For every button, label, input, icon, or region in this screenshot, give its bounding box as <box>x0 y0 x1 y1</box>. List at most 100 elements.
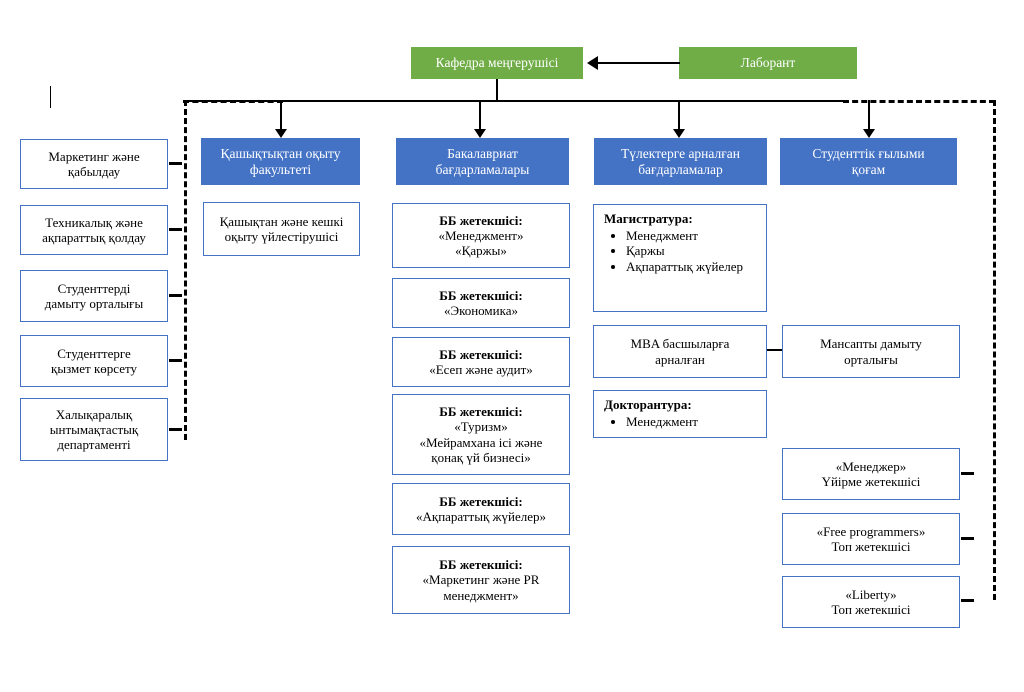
club-manager-line1: «Менеджер» <box>835 458 907 474</box>
connector-unit-technical-support <box>169 228 182 231</box>
program-information-systems-head: ББ жетекшісі: <box>439 493 523 509</box>
program-economics[interactable]: ББ жетекшісі: «Экономика» <box>392 278 570 328</box>
node-distance-evening-coordinator[interactable]: Қашықтан және кешкі оқыту үйлестірушісі <box>203 202 360 256</box>
connector-bus-to-col4 <box>868 100 871 132</box>
club-manager[interactable]: «Менеджер» Үйірме жетекшісі <box>782 448 960 500</box>
column-header-bachelor-line2: бағдарламалары <box>435 161 530 177</box>
club-free-programmers[interactable]: «Free programmers» Топ жетекшісі <box>782 513 960 565</box>
node-distance-evening-coordinator-line1: Қашықтан және кешкі <box>219 213 344 229</box>
arrowhead-col1 <box>275 129 287 138</box>
connector-mba-to-career-center <box>767 349 782 352</box>
column-header-graduate[interactable]: Түлектерге арналған бағдарламалар <box>594 138 767 185</box>
connector-bus-to-col3 <box>678 100 681 132</box>
program-accounting-audit-head: ББ жетекшісі: <box>439 346 523 362</box>
dashed-border-right <box>993 100 996 600</box>
program-economics-head: ББ жетекшісі: <box>439 287 523 303</box>
connector-unit-international-cooperation <box>169 428 182 431</box>
node-doctorate-programs-head: Докторантура: <box>604 397 692 412</box>
program-tourism-hospitality-line2: «Мейрамхана ісі және <box>419 434 543 450</box>
program-management-finance[interactable]: ББ жетекшісі: «Менеджмент» «Қаржы» <box>392 203 570 268</box>
node-masters-programs[interactable]: Магистратура: Менеджмент Қаржы Ақпаратты… <box>593 204 767 312</box>
node-career-development-center-line1: Мансапты дамыту <box>820 336 922 352</box>
column-header-distance-learning[interactable]: Қашықтықтан оқыту факультеті <box>201 138 360 185</box>
program-marketing-pr[interactable]: ББ жетекшісі: «Маркетинг және PR менеджм… <box>392 546 570 614</box>
arrowhead-col4 <box>863 129 875 138</box>
unit-marketing-admissions[interactable]: Маркетинг және қабылдау <box>20 139 168 189</box>
unit-student-development-line2: дамыту орталығы <box>44 296 144 311</box>
unit-technical-support[interactable]: Техникалық және ақпараттық қолдау <box>20 205 168 255</box>
node-laboratory-assistant[interactable]: Лаборант <box>679 47 857 79</box>
connector-club-manager <box>961 472 974 475</box>
column-header-distance-learning-line2: факультеті <box>249 161 312 177</box>
text-caret <box>50 86 52 108</box>
list-item: Ақпараттық жүйелер <box>626 259 758 275</box>
node-career-development-center[interactable]: Мансапты дамыту орталығы <box>782 325 960 378</box>
connector-head-to-bus <box>495 79 499 102</box>
unit-student-services-line1: Студенттерге <box>57 345 131 361</box>
node-department-head-label: Кафедра меңгерушісі <box>435 55 559 71</box>
list-item: Менеджмент <box>626 414 758 430</box>
program-tourism-hospitality-head: ББ жетекшісі: <box>439 403 523 419</box>
node-mba-executives-line2: арналған <box>655 351 705 367</box>
column-header-student-society[interactable]: Студенттік ғылыми қоғам <box>780 138 957 185</box>
connector-unit-student-services <box>169 359 182 362</box>
node-department-head[interactable]: Кафедра меңгерушісі <box>411 47 583 79</box>
column-header-bachelor-line1: Бакалавриат <box>447 145 518 161</box>
program-information-systems[interactable]: ББ жетекшісі: «Ақпараттық жүйелер» <box>392 483 570 535</box>
connector-bus-to-col2 <box>479 100 482 132</box>
unit-international-cooperation-line3: департаменті <box>57 437 131 453</box>
program-management-finance-head: ББ жетекшісі: <box>439 212 523 228</box>
column-header-distance-learning-line1: Қашықтықтан оқыту <box>220 145 341 161</box>
program-accounting-audit[interactable]: ББ жетекшісі: «Есеп және аудит» <box>392 337 570 387</box>
masters-program-list: Менеджмент Қаржы Ақпараттық жүйелер <box>604 228 758 275</box>
unit-international-cooperation-line1: Халықаралық <box>55 406 133 422</box>
node-mba-executives-line1: MBA басшыларға <box>630 336 730 352</box>
node-masters-programs-head: Магистратура: <box>604 211 693 226</box>
unit-student-development-line1: Студенттерді <box>57 280 131 296</box>
connector-unit-student-development <box>169 294 182 297</box>
unit-student-development[interactable]: Студенттерді дамыту орталығы <box>20 270 168 322</box>
arrowhead-col2 <box>474 129 486 138</box>
column-header-student-society-line1: Студенттік ғылыми <box>812 145 925 161</box>
club-liberty-line2: Топ жетекшісі <box>831 602 911 617</box>
connector-bus-to-col1 <box>280 100 283 132</box>
node-mba-executives[interactable]: MBA басшыларға арналған <box>593 325 767 378</box>
arrowhead-col3 <box>673 129 685 138</box>
club-liberty[interactable]: «Liberty» Топ жетекшісі <box>782 576 960 628</box>
list-item: Қаржы <box>626 243 758 259</box>
program-information-systems-line1: «Ақпараттық жүйелер» <box>416 509 546 524</box>
unit-technical-support-line1: Техникалық және <box>45 214 143 230</box>
program-marketing-pr-line2: менеджмент» <box>443 587 519 603</box>
node-laboratory-assistant-label: Лаборант <box>740 55 796 71</box>
column-header-bachelor[interactable]: Бакалавриат бағдарламалары <box>396 138 569 185</box>
column-header-graduate-line2: бағдарламалар <box>638 161 723 177</box>
arrowhead-lab-to-head <box>587 56 598 70</box>
program-tourism-hospitality[interactable]: ББ жетекшісі: «Туризм» «Мейрамхана ісі ж… <box>392 394 570 475</box>
program-management-finance-line2: «Қаржы» <box>455 243 507 259</box>
connector-unit-marketing-admissions <box>169 162 182 165</box>
unit-marketing-admissions-line1: Маркетинг және <box>48 148 140 164</box>
unit-student-services-line2: қызмет көрсету <box>51 361 137 376</box>
main-bus-line <box>183 100 843 103</box>
dashed-border-left <box>184 100 187 440</box>
program-management-finance-line1: «Менеджмент» <box>438 227 524 243</box>
club-liberty-line1: «Liberty» <box>845 586 897 602</box>
unit-student-services[interactable]: Студенттерге қызмет көрсету <box>20 335 168 387</box>
column-header-student-society-line2: қоғам <box>851 161 886 177</box>
connector-lab-to-head <box>598 61 680 65</box>
dashed-bus-top-left <box>183 100 283 103</box>
unit-international-cooperation[interactable]: Халықаралық ынтымақтастық департаменті <box>20 398 168 461</box>
program-accounting-audit-line1: «Есеп және аудит» <box>429 362 533 377</box>
unit-marketing-admissions-line2: қабылдау <box>67 164 121 179</box>
club-manager-line2: Үйірме жетекшісі <box>821 474 921 489</box>
node-distance-evening-coordinator-line2: оқыту үйлестірушісі <box>224 229 339 244</box>
dashed-bus-top-right <box>843 100 995 103</box>
column-header-graduate-line1: Түлектерге арналған <box>620 145 741 161</box>
program-marketing-pr-line1: «Маркетинг және PR <box>422 572 540 588</box>
unit-international-cooperation-line2: ынтымақтастық <box>49 421 139 437</box>
program-tourism-hospitality-line1: «Туризм» <box>454 419 508 435</box>
node-doctorate-programs[interactable]: Докторантура: Менеджмент <box>593 390 767 438</box>
connector-club-liberty <box>961 599 974 602</box>
program-marketing-pr-head: ББ жетекшісі: <box>439 557 523 572</box>
